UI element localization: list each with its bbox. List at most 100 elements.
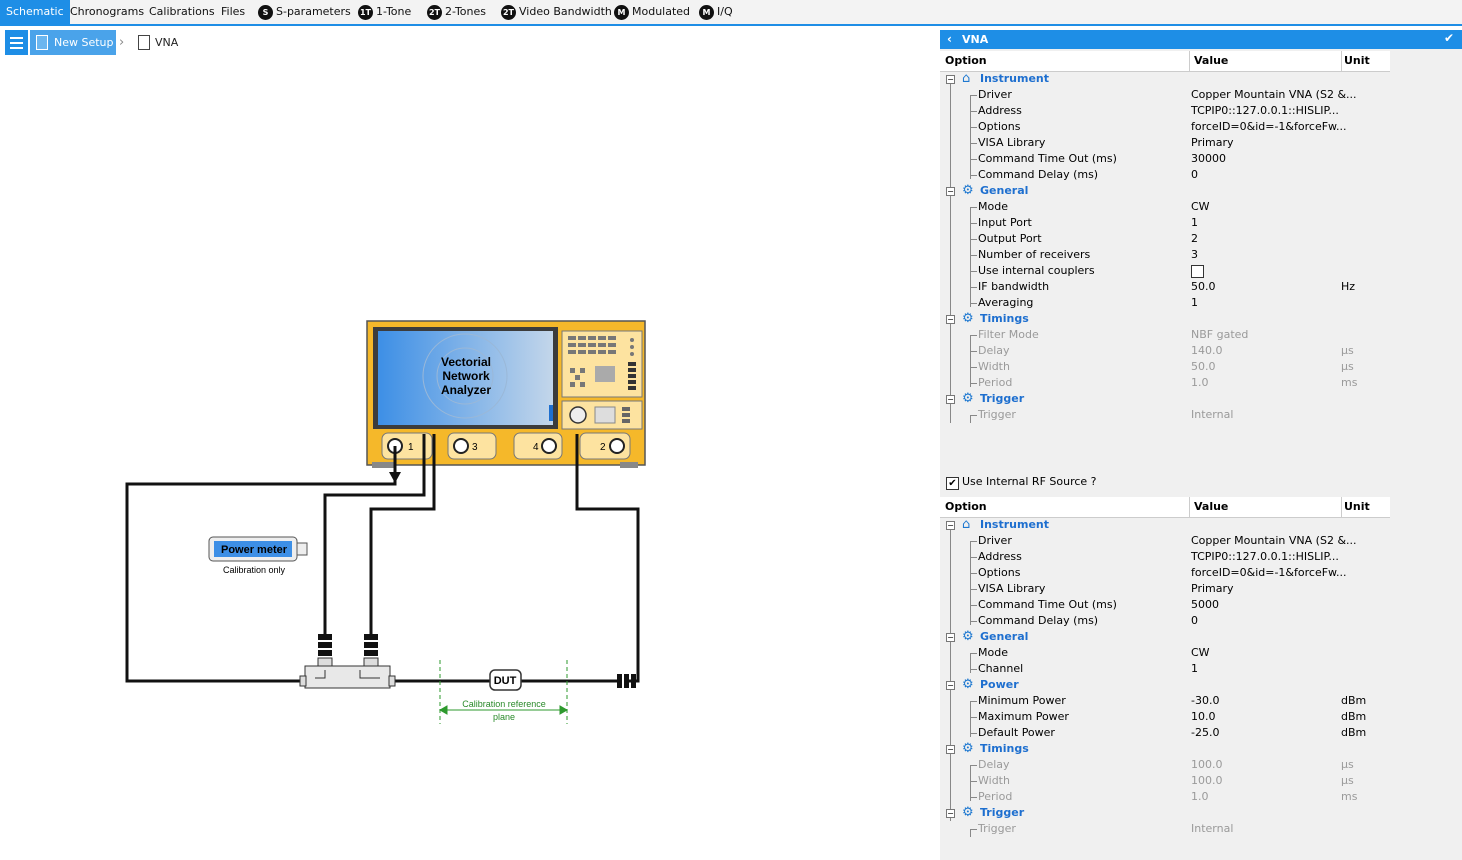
collapse-icon[interactable]: − [946, 809, 955, 818]
dut-block[interactable] [489, 669, 522, 691]
port-connector-icon [609, 438, 625, 454]
section-power[interactable]: −⚙Power [946, 677, 1019, 692]
hamburger-menu-button[interactable] [5, 30, 28, 55]
collapse-icon[interactable]: − [946, 395, 955, 404]
tab-chronograms[interactable]: Chronograms [70, 5, 145, 18]
use-internal-rf-source-checkbox[interactable]: ✔ [946, 477, 959, 490]
tree-line [970, 207, 971, 307]
tree-line [970, 829, 971, 837]
collapse-icon[interactable]: − [946, 315, 955, 324]
tree-branch [970, 367, 977, 368]
top-tab-bar: Schematic Chronograms Calibrations Files… [0, 0, 1462, 26]
section-general[interactable]: −⚙General [946, 629, 1029, 644]
vna-knob-icon [569, 406, 587, 424]
two-tones-icon: 2T [427, 4, 442, 20]
row-command-delay[interactable]: Command Delay (ms)0 [940, 167, 1462, 183]
smith-chart-icon [422, 333, 508, 419]
grid-header: Option Value Unit [940, 51, 1390, 72]
collapse-icon[interactable]: − [946, 75, 955, 84]
collapse-icon[interactable]: − [946, 745, 955, 754]
column-value: Value [1194, 500, 1229, 513]
coupler-line [359, 670, 380, 679]
coupler-line [315, 670, 326, 679]
section-timings[interactable]: −⚙Timings [946, 741, 1029, 756]
section-instrument[interactable]: −⌂Instrument [946, 71, 1049, 86]
vna-label-line2: Network [442, 369, 490, 383]
tree-branch [970, 589, 977, 590]
cal-ref-label-line2: plane [493, 712, 515, 722]
internal-couplers-checkbox[interactable] [1191, 264, 1204, 278]
port-1-label: 1 [408, 442, 414, 453]
tree-line [970, 415, 971, 423]
section-trigger[interactable]: −⚙Trigger [946, 391, 1025, 406]
checkmark-icon[interactable]: ✔ [1443, 31, 1454, 45]
section-timings[interactable]: −⚙Timings [946, 311, 1029, 326]
collapse-icon[interactable]: − [946, 681, 955, 690]
column-option: Option [945, 54, 987, 67]
power-meter-block[interactable]: Power meter [208, 536, 308, 562]
vna-instrument[interactable]: Vectorial Network Analyzer 1 3 4 2 [366, 320, 646, 468]
directional-coupler[interactable] [299, 657, 396, 689]
section-general[interactable]: −⚙General [946, 183, 1029, 198]
tree-branch [970, 605, 977, 606]
collapse-icon[interactable]: − [946, 521, 955, 530]
section-instrument[interactable]: −⌂Instrument [946, 517, 1049, 532]
vna-foot [620, 462, 638, 468]
row-command-timeout[interactable]: Command Time Out (ms)30000 [940, 151, 1462, 167]
tree-branch [970, 653, 977, 654]
coupler-port [317, 657, 333, 667]
back-chevron-icon[interactable]: ‹ [947, 32, 952, 46]
collapse-icon[interactable]: − [946, 633, 955, 642]
row-use-internal-couplers[interactable]: Use internal couplers [940, 263, 1462, 279]
one-tone-icon: 1T [358, 4, 373, 20]
new-setup-button[interactable]: New Setup [30, 30, 116, 55]
iq-icon: M [699, 4, 714, 20]
tree-branch [970, 415, 977, 416]
chevron-right-icon: › [119, 35, 125, 50]
tree-branch [970, 127, 977, 128]
gear-icon: ⚙ [962, 311, 974, 326]
cable-coupler-a [323, 434, 426, 635]
row-command-delay[interactable]: Command Delay (ms)0 [940, 613, 1462, 629]
tab-files[interactable]: Files [221, 5, 246, 18]
tab-schematic[interactable]: Schematic [0, 0, 70, 24]
collapse-icon[interactable]: − [946, 187, 955, 196]
hamburger-icon-line [10, 42, 23, 44]
tab-calibrations[interactable]: Calibrations [149, 5, 215, 18]
tree-branch [970, 303, 977, 304]
video-bandwidth-icon: 2T [501, 4, 516, 20]
port-connector-icon [541, 438, 557, 454]
vna-label-line3: Analyzer [441, 383, 491, 397]
section-trigger[interactable]: −⚙Trigger [946, 805, 1025, 820]
breadcrumb-current[interactable]: VNA [155, 36, 179, 49]
row-command-timeout[interactable]: Command Time Out (ms)5000 [940, 597, 1462, 613]
